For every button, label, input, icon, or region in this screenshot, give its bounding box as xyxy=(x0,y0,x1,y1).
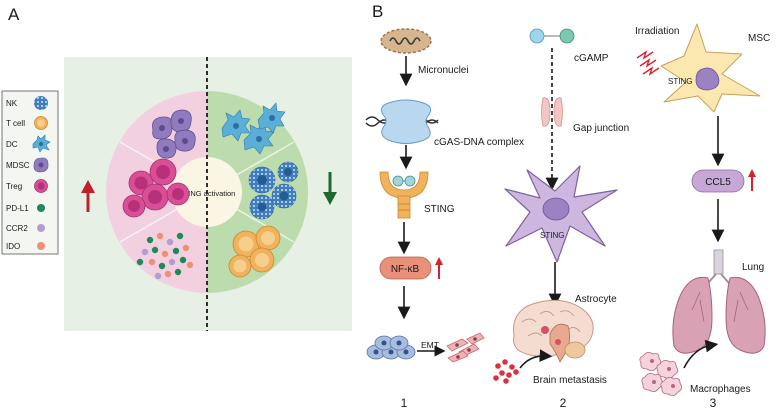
msc-cell-icon xyxy=(660,23,761,113)
column-2-number: 2 xyxy=(560,396,567,410)
sting-label-3: STING xyxy=(668,77,692,86)
micronuclei-icon xyxy=(380,28,432,54)
column-3-number: 3 xyxy=(710,396,717,410)
mesenchymal-cells-icon xyxy=(446,332,485,363)
legend-item-t-cell: T cell xyxy=(6,116,48,130)
emt-label: EMT xyxy=(421,340,439,350)
up-red-arrow-icon xyxy=(435,257,443,279)
sting-label-2: STING xyxy=(540,231,564,240)
ccl5-label: CCL5 xyxy=(705,177,731,188)
nk-cell-icon xyxy=(34,96,48,110)
gap-junction-icon xyxy=(541,97,563,127)
recruitment-arrow xyxy=(683,339,719,369)
up-red-arrow-icon-2 xyxy=(748,169,756,191)
ccr2-dot-icon xyxy=(37,224,45,232)
nk-cluster xyxy=(248,161,299,220)
cgas-dna-complex-icon xyxy=(365,99,439,144)
svg-text:T cell: T cell xyxy=(6,119,25,128)
lung-label: Lung xyxy=(742,262,764,273)
dc-cluster xyxy=(221,102,286,155)
cgamp-icon xyxy=(529,28,575,44)
sting-label-1: STING xyxy=(424,204,455,215)
panel-b-label: B xyxy=(372,2,383,21)
irradiation-label: Irradiation xyxy=(635,26,679,37)
gap-junction-label: Gap junction xyxy=(573,123,629,134)
astrocyte-icon xyxy=(504,165,618,263)
svg-text:DC: DC xyxy=(6,140,18,149)
t-cell-icon xyxy=(34,116,48,130)
epithelial-cells-icon xyxy=(366,335,416,360)
pdl1-dot-icon xyxy=(37,204,45,212)
svg-text:NK: NK xyxy=(6,99,18,108)
dc-cell-icon xyxy=(32,134,51,153)
legend-item-dc: DC xyxy=(6,134,51,153)
legend-item-nk: NK xyxy=(6,96,48,110)
cgamp-label: cGAMP xyxy=(574,53,609,64)
brain-icon xyxy=(513,299,594,363)
macrophages-icon xyxy=(639,352,682,396)
nfkb-box xyxy=(379,256,432,280)
lung-icon xyxy=(672,249,766,354)
treg-cell-icon xyxy=(34,179,48,193)
ido-dot-icon xyxy=(37,242,45,250)
svg-text:Treg: Treg xyxy=(6,182,22,191)
tumor-cells-icon xyxy=(493,359,519,384)
complex-label: cGAS-DNA complex xyxy=(434,137,524,148)
nfkb-label: NF-κB xyxy=(391,264,420,275)
lightning-icon xyxy=(636,50,660,76)
ccl5-box xyxy=(691,169,745,193)
mdsc-cell-icon xyxy=(33,157,49,173)
mdsc-cluster xyxy=(152,109,196,159)
svg-text:IDO: IDO xyxy=(6,242,20,251)
legend-item-ccr2: CCR2 xyxy=(6,224,45,233)
macrophages-label: Macrophages xyxy=(690,384,751,395)
legend-item-pdl1: PD-L1 xyxy=(6,204,45,213)
panel-a-label: A xyxy=(8,5,20,24)
legend: NK T cell DC MDSC Treg xyxy=(1,90,59,255)
molecule-dots xyxy=(136,232,194,280)
micronuclei-label: Micronuclei xyxy=(418,65,469,76)
astrocyte-label: Astrocyte xyxy=(575,294,617,305)
sting-receptor-icon xyxy=(379,171,429,219)
legend-item-mdsc: MDSC xyxy=(6,157,49,173)
legend-item-ido: IDO xyxy=(6,242,45,251)
t-cell-cluster xyxy=(228,225,281,278)
increase-arrow-icon xyxy=(81,180,95,212)
treg-cluster xyxy=(122,158,190,218)
svg-text:CCR2: CCR2 xyxy=(6,224,28,233)
metastasis-arrow xyxy=(519,349,553,369)
svg-text:PD-L1: PD-L1 xyxy=(6,204,29,213)
svg-text:MDSC: MDSC xyxy=(6,161,30,170)
column-1-number: 1 xyxy=(401,396,408,410)
msc-label: MSC xyxy=(748,33,770,44)
decrease-arrow-icon xyxy=(323,172,337,205)
legend-item-treg: Treg xyxy=(6,179,48,193)
brain-metastasis-label: Brain metastasis xyxy=(533,375,607,386)
